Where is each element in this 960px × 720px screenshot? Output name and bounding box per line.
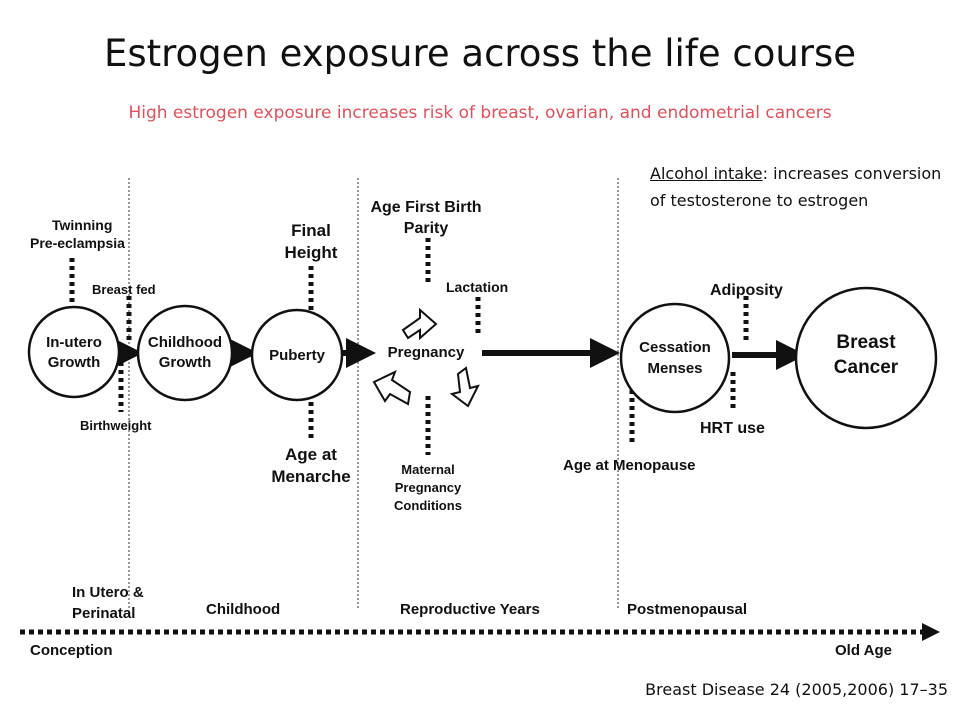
label-breast-cancer-1: Breast (836, 332, 896, 353)
factor-final-height-2: Height (285, 243, 338, 262)
factor-menarche-2: Menarche (271, 467, 350, 486)
period-in-utero-1: In Utero & (72, 584, 144, 601)
factor-parity: Parity (404, 220, 449, 237)
pregnancy-cycle-arrows (372, 307, 480, 408)
period-postmenopausal: Postmenopausal (627, 601, 747, 618)
period-reproductive: Reproductive Years (400, 601, 540, 618)
flow-arrows (113, 338, 806, 370)
citation: Breast Disease 24 (2005,2006) 17–35 (645, 680, 948, 699)
label-pregnancy: Pregnancy (388, 344, 465, 361)
timeline-arrowhead (922, 623, 940, 641)
factor-connectors (69, 238, 749, 455)
factor-breast-fed: Breast fed (92, 282, 156, 297)
alcohol-note: Alcohol intake: increases conversion of … (650, 160, 950, 214)
node-puberty (250, 308, 344, 402)
period-dividers (128, 178, 619, 610)
node-in-utero (27, 305, 121, 399)
page-title: Estrogen exposure across the life course (103, 32, 857, 75)
factor-birthweight: Birthweight (80, 418, 152, 433)
label-in-utero-1: In-utero (46, 334, 102, 351)
period-childhood: Childhood (206, 601, 280, 618)
cycle-arrow-right (449, 366, 480, 408)
factor-maternal-1: Maternal (401, 462, 454, 477)
cycle-arrow-left (372, 370, 412, 406)
label-cessation-2: Menses (647, 360, 702, 377)
factor-adiposity: Adiposity (710, 282, 783, 299)
label-childhood-1: Childhood (148, 334, 222, 351)
alcohol-description: : increases conversion of testosterone t… (650, 164, 942, 210)
label-in-utero-2: Growth (48, 354, 101, 371)
factor-maternal-2: Pregnancy (395, 480, 462, 495)
period-in-utero-2: Perinatal (72, 605, 135, 622)
factor-age-menopause: Age at Menopause (563, 457, 696, 474)
label-breast-cancer-2: Cancer (834, 357, 899, 378)
node-cessation (619, 302, 731, 414)
factor-maternal-3: Conditions (394, 498, 462, 513)
node-circles (27, 286, 938, 430)
factor-menarche-1: Age at (285, 445, 337, 464)
factor-age-first-birth: Age First Birth (370, 199, 481, 216)
factor-final-height-1: Final (291, 221, 331, 240)
node-childhood (136, 304, 234, 402)
page-subtitle: High estrogen exposure increases risk of… (128, 103, 832, 123)
node-breast-cancer (794, 286, 938, 430)
timeline-start: Conception (30, 642, 113, 659)
alcohol-term: Alcohol intake (650, 164, 763, 183)
factor-hrt: HRT use (700, 420, 765, 437)
label-cessation-1: Cessation (639, 339, 711, 356)
factor-twinning: Twinning (52, 217, 112, 233)
factor-lactation: Lactation (446, 279, 508, 295)
timeline-end: Old Age (835, 642, 892, 659)
label-puberty: Puberty (269, 347, 326, 364)
cycle-arrow-top (401, 307, 438, 341)
factor-pre-eclampsia: Pre-eclampsia (30, 235, 125, 251)
label-childhood-2: Growth (159, 354, 212, 371)
